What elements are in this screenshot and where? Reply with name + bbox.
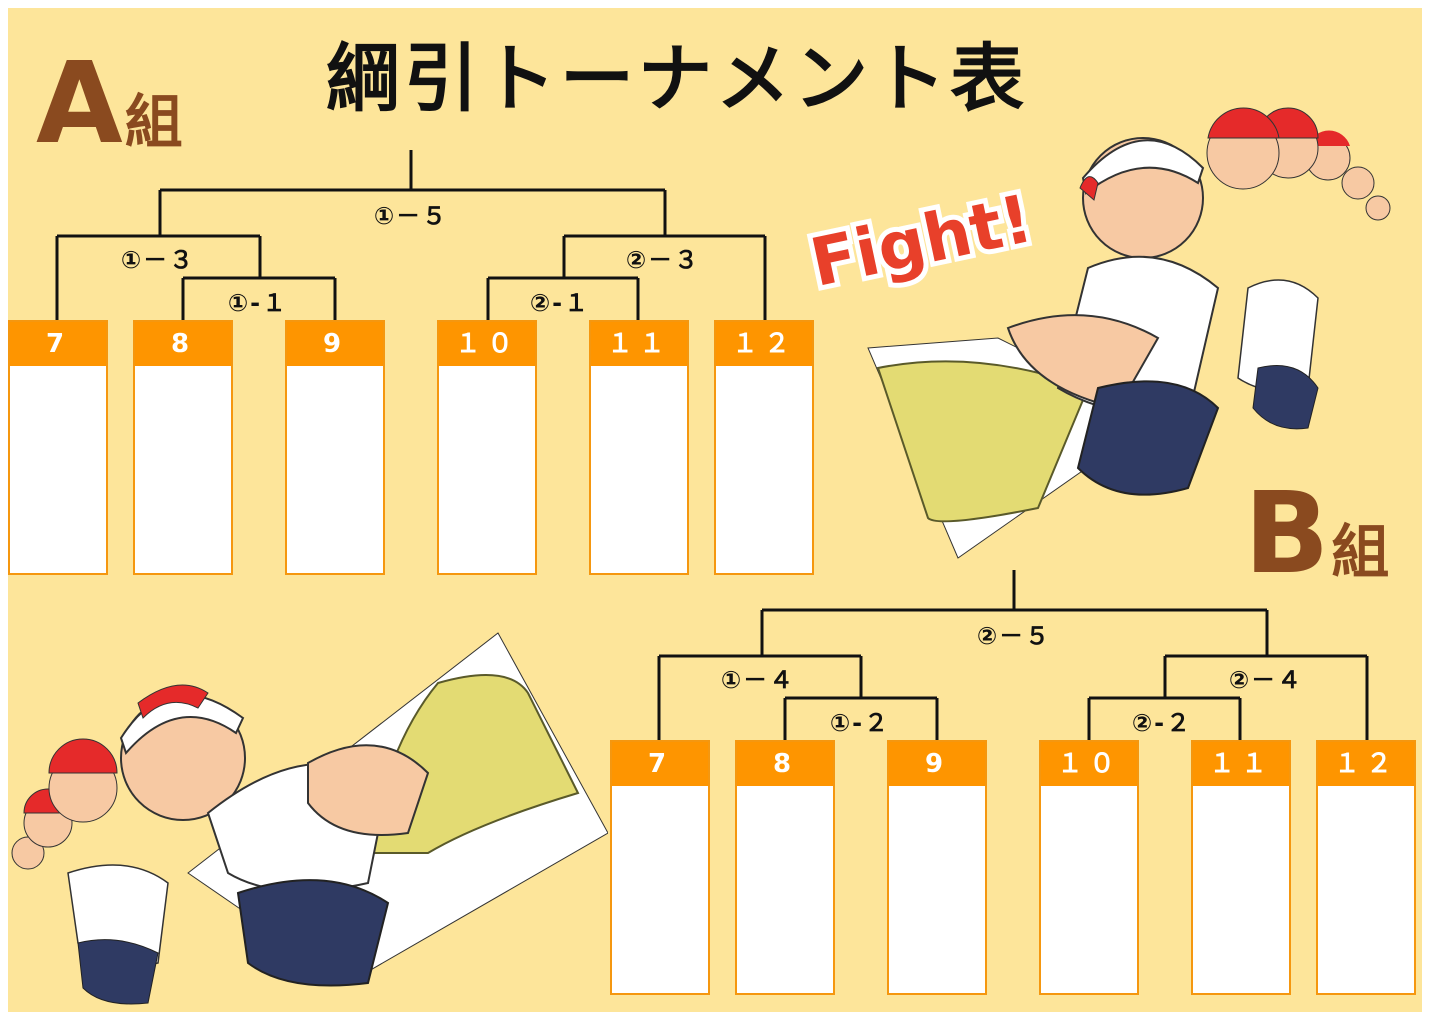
- tournament-sheet: 綱引トーナメント表 A組 B組: [8, 8, 1422, 1012]
- tug-of-war-team-illustration-2: [11, 632, 608, 1005]
- group-b-match-4-label: ②－４: [1228, 666, 1304, 694]
- entry-number: １２: [1318, 742, 1414, 786]
- group-a-entry-9[interactable]: 9: [285, 320, 385, 575]
- group-a-match-4-label: ②－３: [625, 246, 701, 274]
- entry-number: 7: [612, 742, 708, 786]
- group-a-match-3-label: ①－３: [120, 246, 196, 274]
- group-b-entry-8[interactable]: 8: [735, 740, 835, 995]
- group-b-match-2-label: ②-２: [1131, 709, 1193, 737]
- tug-of-war-team-illustration: [867, 107, 1391, 559]
- group-b-entry-10[interactable]: １０: [1039, 740, 1139, 995]
- group-a-label: A組: [36, 48, 183, 160]
- entry-number: 9: [889, 742, 985, 786]
- entry-number: １１: [1193, 742, 1289, 786]
- group-b-entry-11[interactable]: １１: [1191, 740, 1291, 995]
- group-b-suffix: 組: [1331, 518, 1390, 586]
- group-a-letter: A: [36, 39, 123, 169]
- group-a-entry-7[interactable]: 7: [8, 320, 108, 575]
- entry-number: 8: [737, 742, 833, 786]
- group-a-entry-12[interactable]: １２: [714, 320, 814, 575]
- group-a-match-1-label: ①-１: [227, 289, 289, 317]
- group-a-match-2-label: ②-１: [529, 289, 591, 317]
- group-a-final-label: ①－５: [373, 202, 449, 230]
- group-b-final-label: ②－５: [976, 622, 1052, 650]
- entry-number: 8: [135, 322, 231, 366]
- group-b-match-1-label: ①-２: [829, 709, 891, 737]
- group-b-entry-9[interactable]: 9: [887, 740, 987, 995]
- entry-number: １０: [439, 322, 535, 366]
- fight-burst-icon: Fight!: [799, 175, 1044, 298]
- group-b-match-3-label: ①－４: [720, 666, 796, 694]
- entry-number: 9: [287, 322, 383, 366]
- group-a-suffix: 組: [124, 88, 183, 156]
- group-b-entry-12[interactable]: １２: [1316, 740, 1416, 995]
- entry-number: １１: [591, 322, 687, 366]
- group-b-entry-7[interactable]: 7: [610, 740, 710, 995]
- group-a-entry-10[interactable]: １０: [437, 320, 537, 575]
- group-a-entry-8[interactable]: 8: [133, 320, 233, 575]
- group-a-bracket: [55, 150, 767, 320]
- group-b-letter: B: [1244, 469, 1330, 599]
- entry-number: １０: [1041, 742, 1137, 786]
- group-a-entry-11[interactable]: １１: [589, 320, 689, 575]
- page-title: 綱引トーナメント表: [326, 36, 1028, 122]
- group-b-label: B組: [1244, 478, 1389, 590]
- entry-number: 7: [10, 322, 106, 366]
- entry-number: １２: [716, 322, 812, 366]
